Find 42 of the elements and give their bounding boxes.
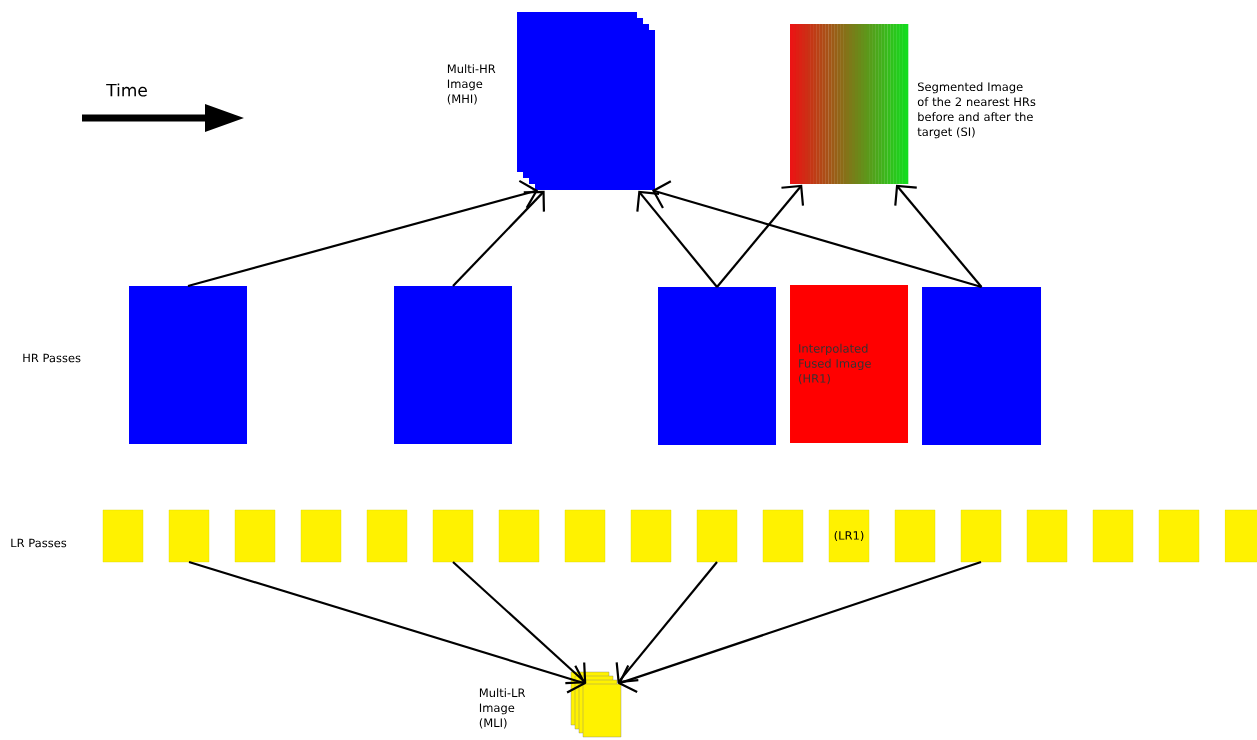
image-box (1026, 509, 1068, 563)
image-box (1158, 509, 1200, 563)
image-box (168, 509, 210, 563)
arrow (188, 560, 587, 694)
image-box (1224, 509, 1257, 563)
image-stack: Multi-LR Image (MLI) (479, 671, 622, 738)
arrow (452, 190, 546, 287)
image-box (394, 286, 512, 444)
side-label: LR Passes (11, 538, 67, 548)
side-label: Time (106, 83, 147, 97)
image-box (300, 509, 342, 563)
image-box (102, 509, 144, 563)
arrow (636, 190, 718, 288)
arrow (716, 184, 805, 288)
image-stack: Multi-HR Image (MHI) (447, 12, 655, 190)
node-label: Segmented Image of the 2 nearest HRs before and after the target (SI) (917, 82, 1036, 139)
node-label: Multi-LR Image (MLI) (479, 688, 526, 729)
image-box (366, 509, 408, 563)
arrow (187, 179, 539, 288)
image-box (498, 509, 540, 563)
image-box (129, 286, 247, 444)
arrow (617, 560, 982, 693)
image-box: Segmented Image of the 2 nearest HRs before and after the target (SI) (790, 24, 1036, 184)
arrow (894, 184, 983, 288)
arrow (452, 561, 587, 685)
image-box: (LR1) (828, 509, 870, 563)
arrow (651, 180, 982, 289)
image-box (922, 287, 1041, 445)
node-label: Multi-HR Image (MHI) (447, 64, 496, 105)
side-label: HR Passes (23, 353, 81, 363)
image-box (658, 287, 776, 445)
image-box (762, 509, 804, 563)
image-box (894, 509, 936, 563)
image-box (960, 509, 1002, 563)
image-box (1092, 509, 1134, 563)
image-box (630, 509, 672, 563)
image-box (234, 509, 276, 563)
image-box (564, 509, 606, 563)
arrow (615, 561, 718, 684)
image-box: Interpolated Fused Image (HR1) (790, 285, 908, 443)
image-box (696, 509, 738, 563)
image-box (432, 509, 474, 563)
